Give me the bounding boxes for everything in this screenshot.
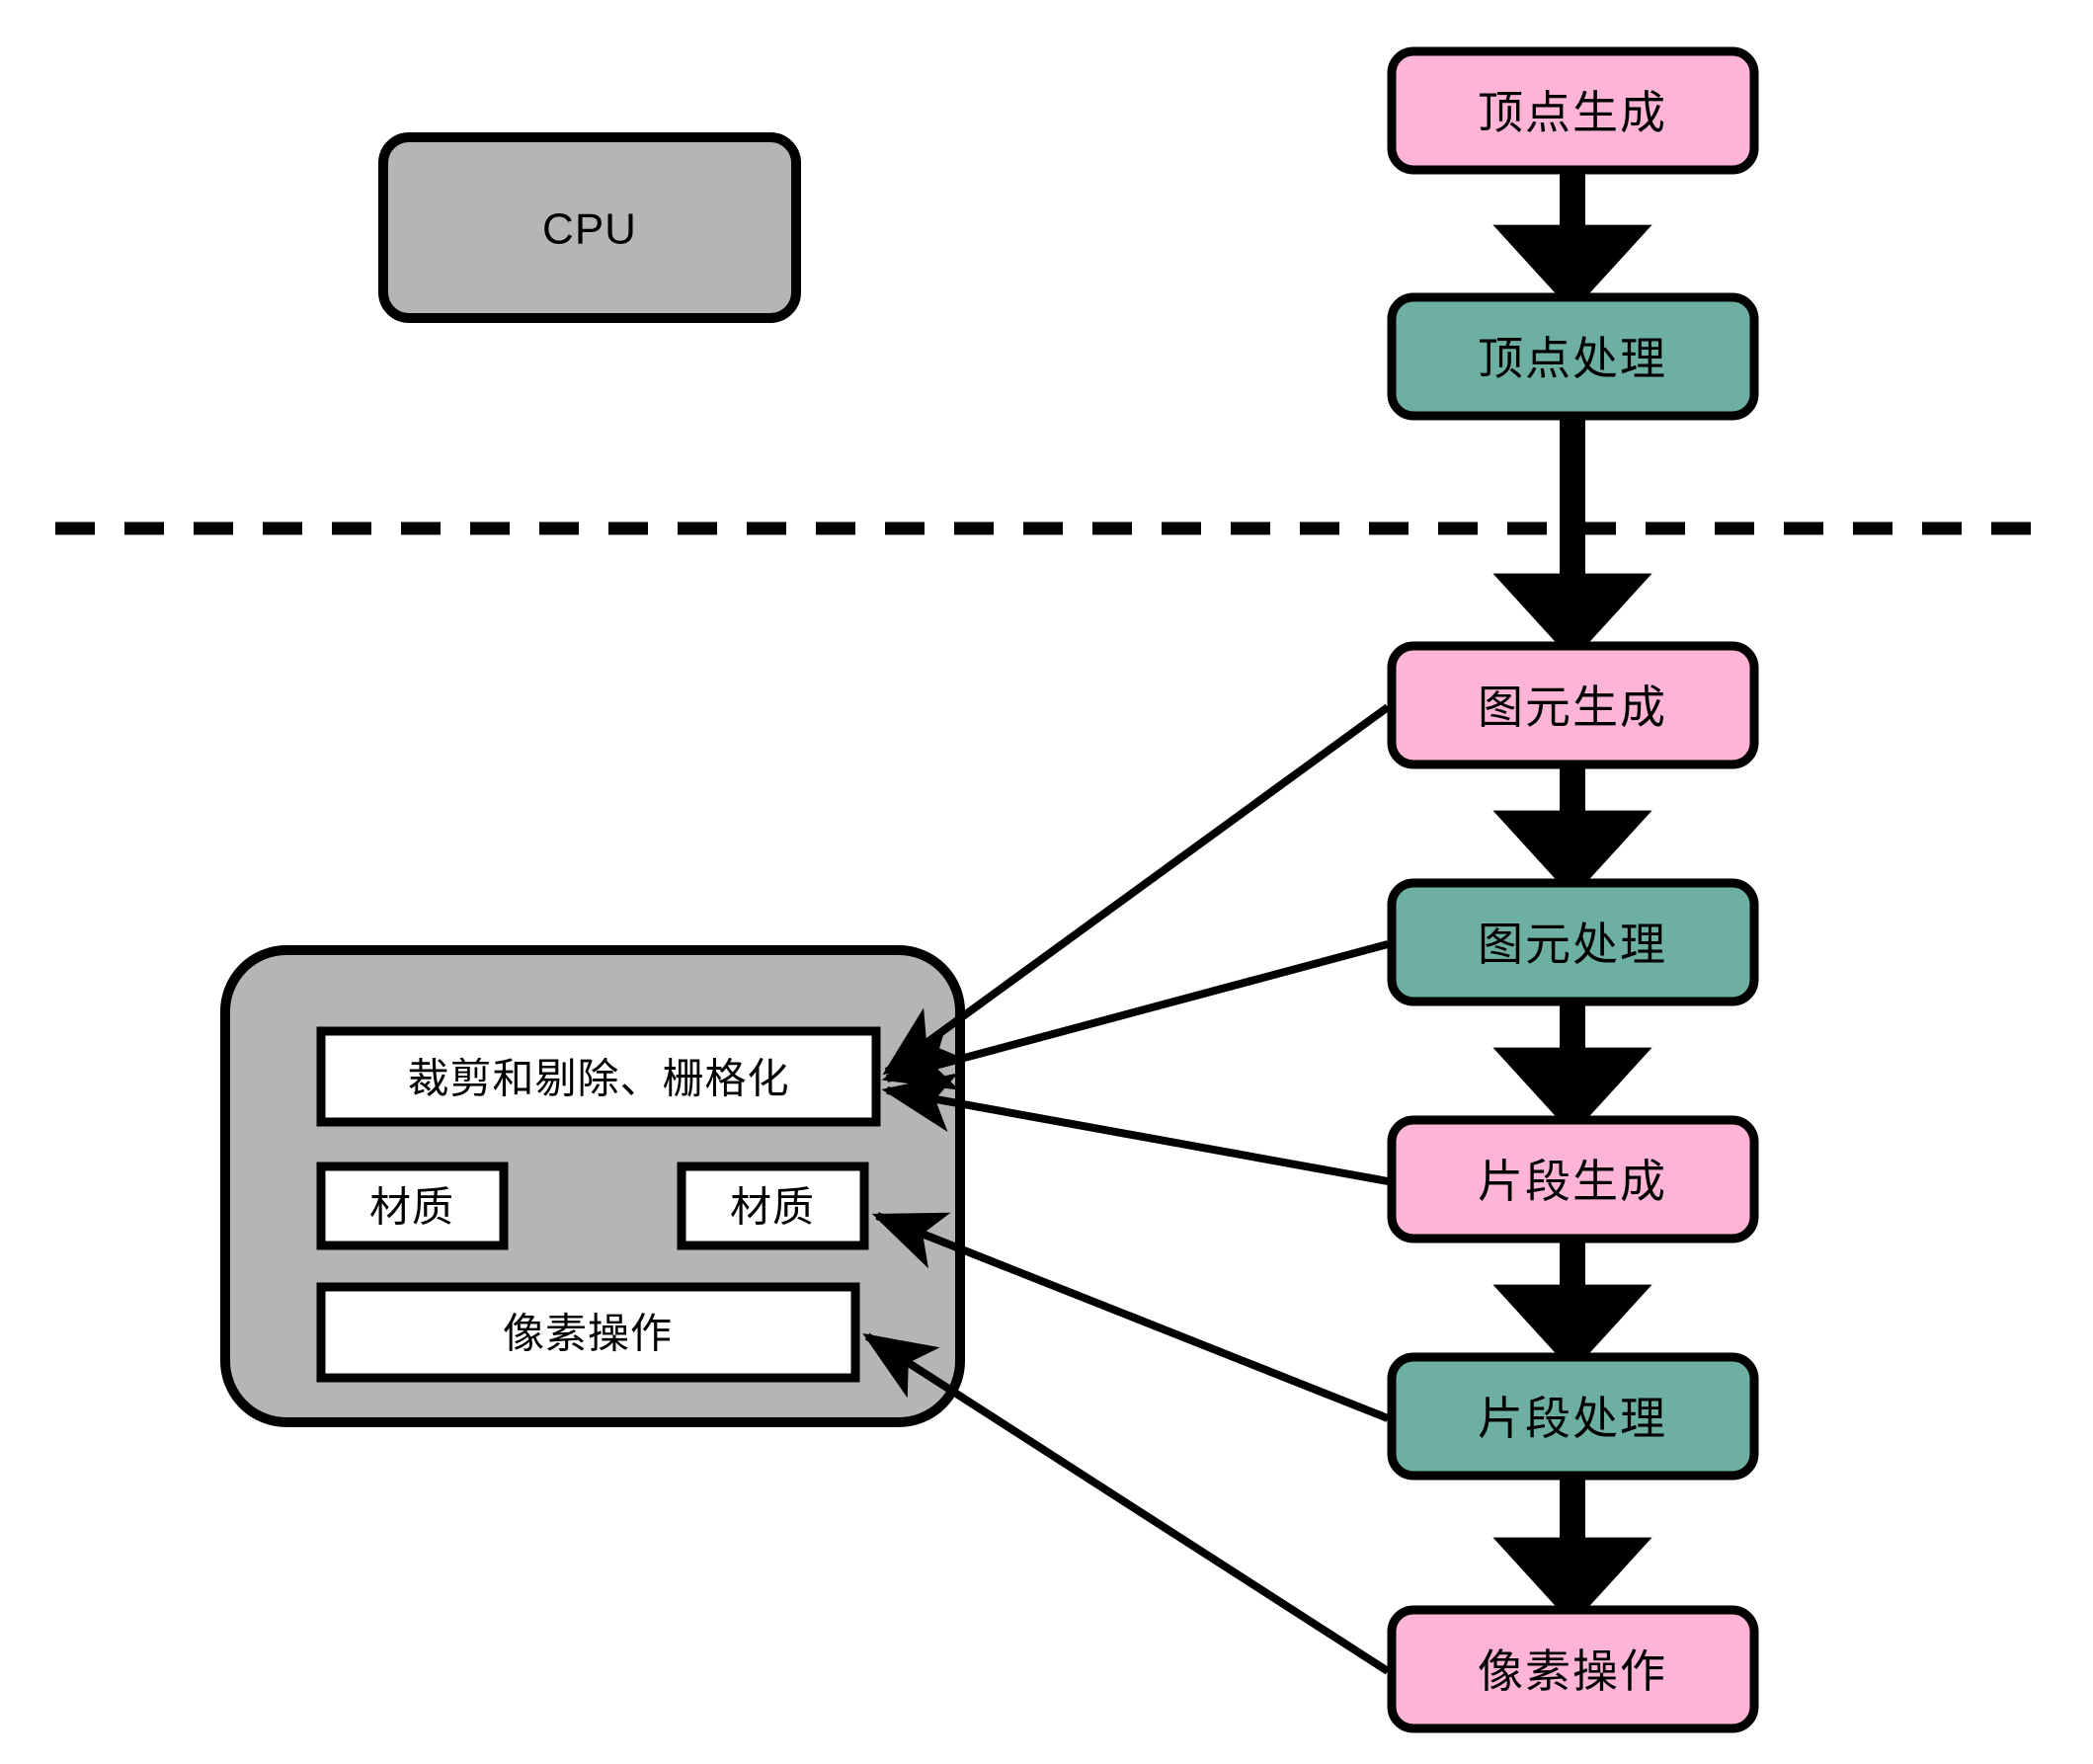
gpu-block-texture-right[interactable]: 材质 [677, 1162, 869, 1250]
stage-primitive-processing-label: 图元处理 [1478, 918, 1667, 971]
stage-vertex-processing-label: 顶点处理 [1478, 332, 1667, 385]
gpu-block-texture-left-label: 材质 [369, 1183, 454, 1232]
stage-pixel-operations[interactable]: 像素操作 [1387, 1605, 1759, 1733]
gpu-block-raster[interactable]: 裁剪和剔除、栅格化 [316, 1026, 881, 1127]
stage-fragment-generation[interactable]: 片段生成 [1387, 1115, 1759, 1243]
stage-fragment-processing[interactable]: 片段处理 [1387, 1352, 1759, 1481]
arrow-fragment-proc-to-texture-right [871, 1212, 1390, 1422]
stage-primitive-generation[interactable]: 图元生成 [1387, 641, 1759, 769]
cpu-unit-label: CPU [542, 205, 637, 254]
stage-primitive-generation-label: 图元生成 [1478, 681, 1667, 734]
stage-fragment-generation-label: 片段生成 [1478, 1155, 1667, 1208]
stage-vertex-generation[interactable]: 顶点生成 [1387, 46, 1759, 175]
gpu-block-raster-label: 裁剪和剔除、栅格化 [407, 1055, 789, 1103]
stage-fragment-processing-label: 片段处理 [1478, 1392, 1667, 1445]
stage-to-unit-mapping-arrows [862, 703, 1391, 1675]
arrow-pixel-ops-to-pixel-ops-unit [862, 1332, 1391, 1675]
stage-primitive-processing[interactable]: 图元处理 [1387, 878, 1759, 1006]
arrow-primitive-gen-to-raster [882, 703, 1391, 1076]
stage-vertex-processing[interactable]: 顶点处理 [1387, 292, 1759, 421]
gpu-block-pixel-ops-label: 像素操作 [503, 1310, 673, 1358]
arrow-primitive-proc-to-raster [881, 940, 1390, 1090]
gpu-block-texture-left[interactable]: 材质 [316, 1162, 509, 1250]
cpu-unit: CPU [378, 132, 801, 323]
stage-vertex-generation-label: 顶点生成 [1478, 86, 1667, 139]
gpu-block-texture-right-label: 材质 [730, 1183, 815, 1232]
arrow-fragment-gen-to-raster [881, 1073, 1389, 1185]
gpu-block-pixel-ops[interactable]: 像素操作 [316, 1282, 860, 1383]
stage-pixel-operations-label: 像素操作 [1478, 1644, 1667, 1698]
